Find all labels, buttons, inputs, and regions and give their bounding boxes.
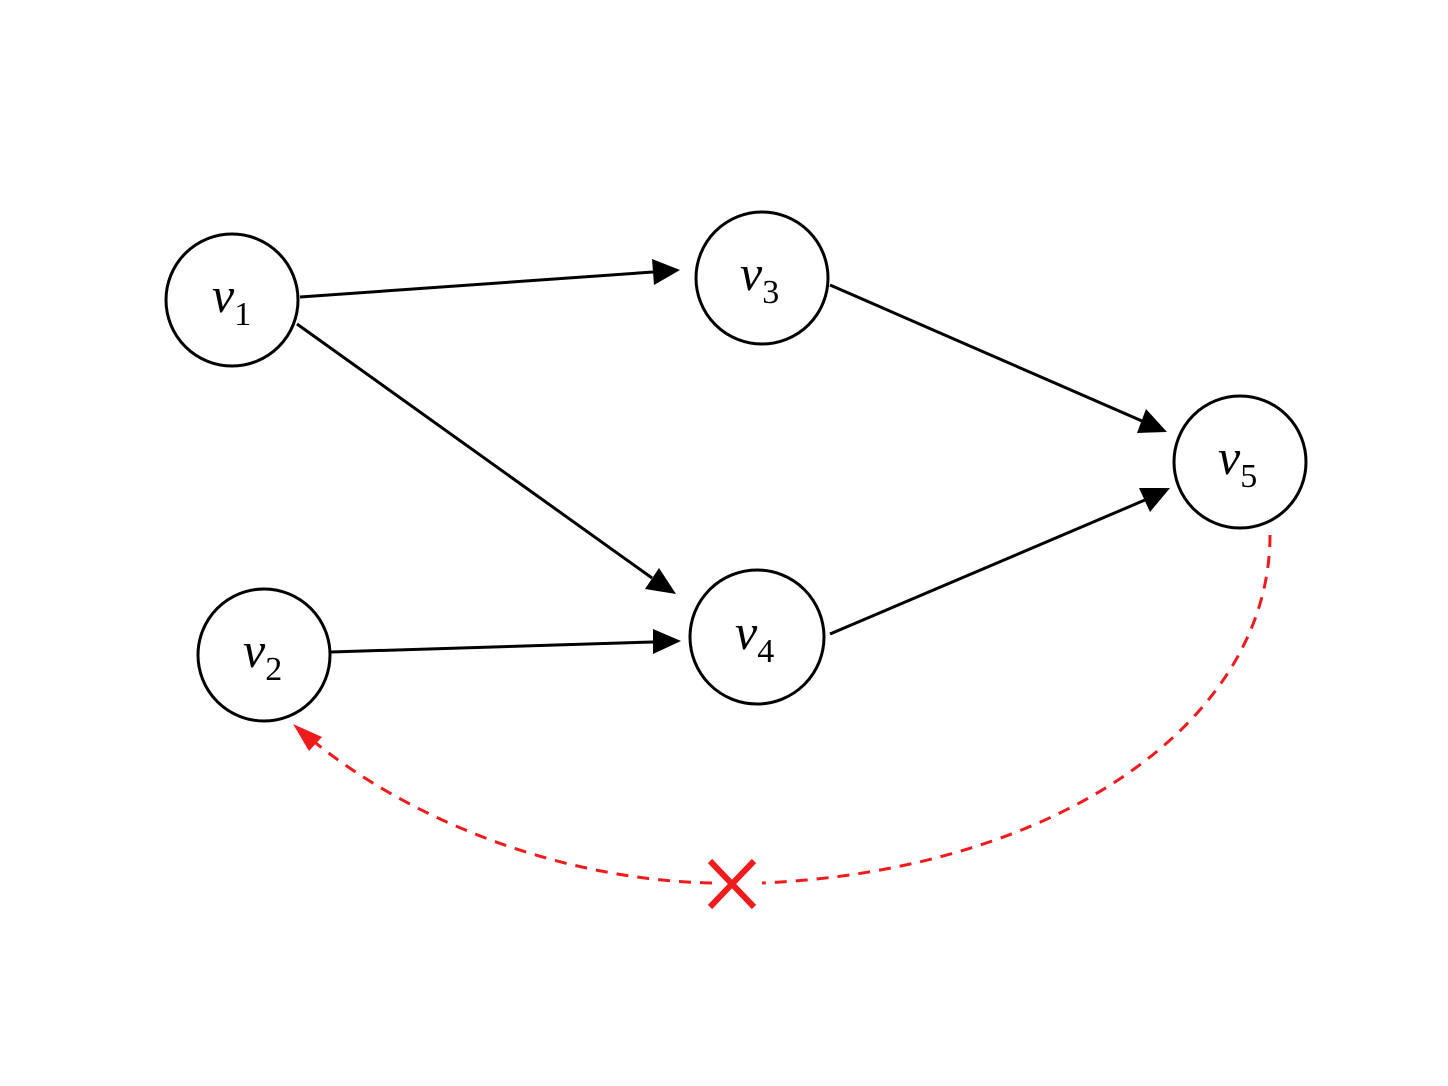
node-v5-var: v [1218,429,1241,485]
edge-v1-v4-arrowhead [645,568,676,594]
node-v5-sub: 5 [1240,458,1257,495]
node-v3-label: v3 [740,245,779,311]
blocked-edge [293,534,1272,910]
edge-v4-v5-arrowhead [1139,488,1170,512]
edge-v1-v4 [296,322,653,580]
node-v2-label: v2 [243,622,282,688]
node-v4-label: v4 [735,604,774,670]
node-v5-label: v5 [1218,429,1257,495]
blocked-edge-v5-v2-right [761,534,1272,885]
cross-icon [707,858,757,910]
node-v3-sub: 3 [762,274,779,311]
edge-v3-v5-arrowhead [1137,409,1167,433]
node-v5: v5 [1172,394,1308,530]
node-v3: v3 [694,210,830,346]
node-v2-sub: 2 [265,651,282,688]
edge-v1-v3 [299,270,654,299]
edge-v2-v4-arrowhead [653,629,681,654]
node-v5-circle [1172,394,1308,530]
node-v1-var: v [212,267,235,323]
edge-v3-v5 [829,283,1143,423]
node-v1-sub: 1 [234,296,251,333]
node-v1-label: v1 [212,267,251,333]
blocked-edge-arrowhead [293,724,322,751]
node-v2: v2 [196,587,332,723]
blocked-edge-v5-v2-left [311,738,713,885]
edge-v4-v5 [829,498,1146,636]
node-v2-circle [196,587,332,723]
node-v3-circle [694,210,830,346]
node-v4-circle [688,568,826,706]
edges [296,259,1170,654]
edge-v2-v4 [330,640,654,654]
node-v1: v1 [164,232,300,368]
node-v1-circle [164,232,300,368]
node-v2-var: v [243,622,266,678]
node-v4-var: v [735,604,758,660]
node-v4: v4 [688,568,826,706]
node-v3-var: v [740,245,763,301]
node-v4-sub: 4 [757,633,774,670]
edge-v1-v3-arrowhead [652,259,680,285]
